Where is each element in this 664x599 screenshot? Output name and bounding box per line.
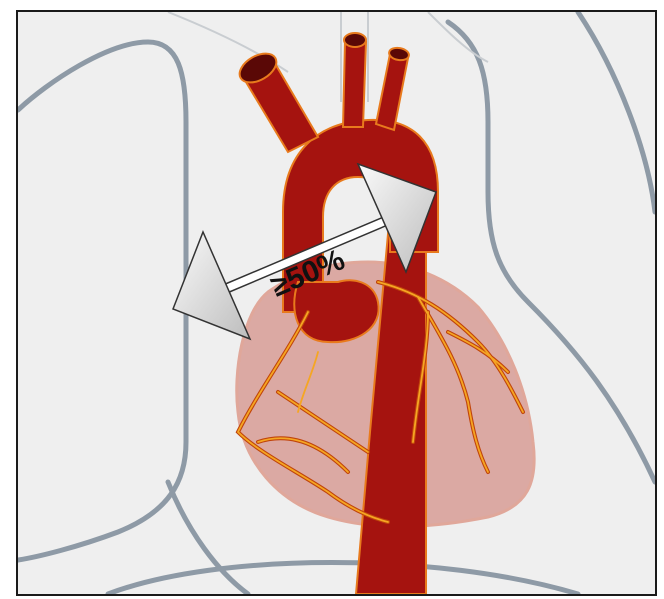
heart-aorta-illustration: ≥50%	[18, 12, 655, 594]
diagram-frame: ≥50%	[16, 10, 657, 596]
left-carotid-artery	[343, 42, 366, 127]
left-carotid-opening	[344, 33, 366, 47]
